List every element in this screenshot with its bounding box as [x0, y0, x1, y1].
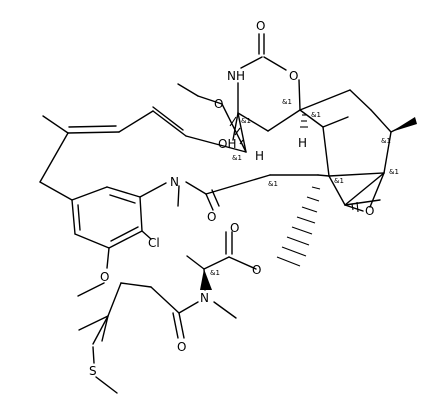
stereo-label-layer: &1 &1 &1 &1 &1 &1 &1 &1 &1	[210, 98, 399, 277]
atom-o-amide: O	[207, 210, 216, 224]
stereo-label: &1	[210, 269, 220, 277]
atom-o-methoxy-aryl: O	[100, 270, 109, 284]
atom-o-ring-carbamate: O	[289, 69, 298, 83]
stereo-label: &1	[389, 168, 399, 176]
atom-o-carbonyl-carbamate: O	[256, 19, 265, 33]
bond-layer	[39, 33, 416, 394]
atom-o-ester-carbonyl: O	[230, 221, 239, 235]
atom-oh: OH	[218, 137, 236, 151]
atom-n-side: N	[200, 291, 209, 305]
atom-h-ring: H	[298, 136, 307, 150]
atom-o-methoxy-top: O	[214, 97, 223, 111]
wedge-bond-layer	[200, 117, 417, 290]
atom-o-epoxide: O	[365, 204, 374, 218]
stereo-label: &1	[334, 177, 344, 185]
atom-cl: Cl	[148, 236, 160, 250]
stereo-label: &1	[232, 154, 242, 162]
stereo-label: &1	[282, 98, 292, 106]
atom-h-bridge: H	[255, 149, 264, 163]
atom-nh-carbamate: NH	[227, 69, 245, 83]
atom-o-ester: O	[252, 263, 261, 277]
stereo-label: &1	[381, 137, 391, 145]
stereo-label: &1	[241, 117, 251, 125]
stereo-label: &1	[311, 111, 321, 119]
atom-label-layer: O NH O O OH H H N O O Cl O O O N O S	[89, 19, 374, 378]
atom-n-amide: N	[170, 175, 179, 189]
atom-s: S	[89, 364, 97, 378]
stereo-label: &1	[268, 180, 278, 188]
hashed-bond-layer	[229, 114, 359, 267]
atom-o-side-amide: O	[177, 340, 186, 354]
